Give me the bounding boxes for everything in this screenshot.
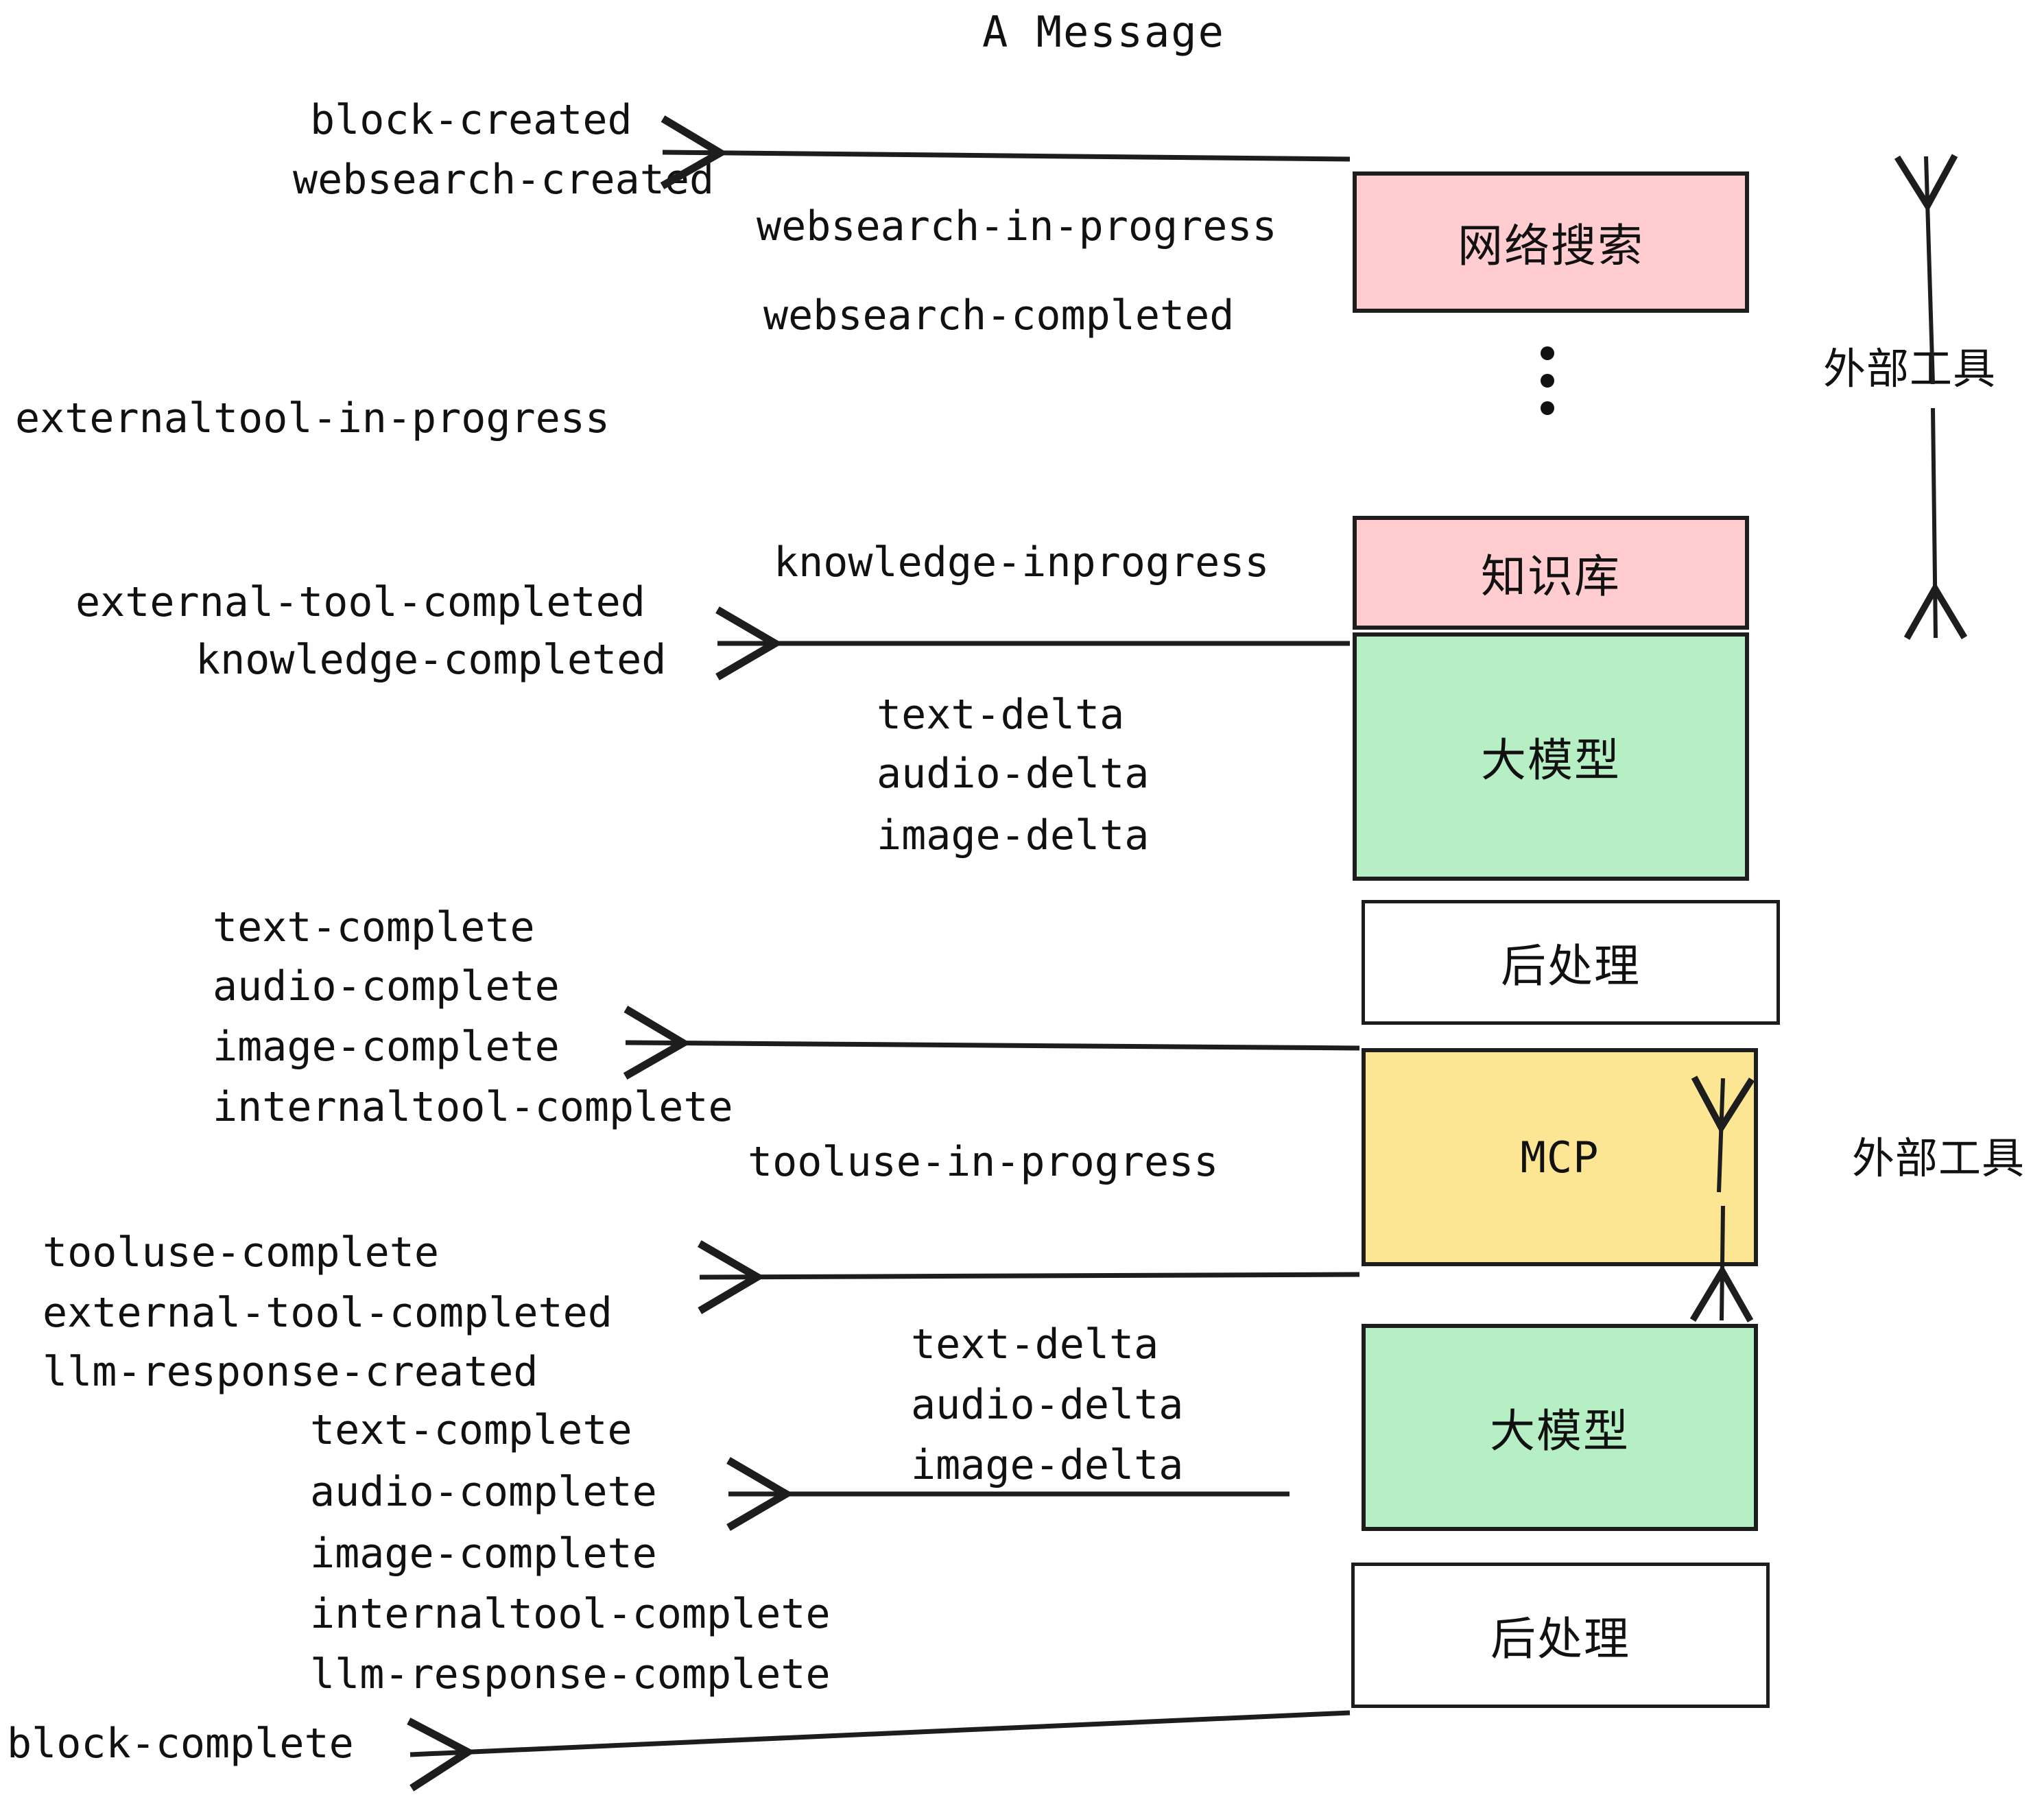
event-audio-delta-second: audio-delta — [911, 1381, 1184, 1429]
box-mcp-label: MCP — [1520, 1132, 1600, 1183]
event-knowledge-completed: knowledge-completed — [195, 636, 667, 684]
event-websearch-in-progress: websearch-in-progress — [757, 202, 1277, 250]
arrow-postprocess-to-imagecomplete — [623, 1006, 1360, 1080]
external-tool-label-top: 外部工具 — [1823, 344, 1997, 394]
event-llm-response-created: llm-response-created — [43, 1348, 538, 1396]
event-image-complete-second: image-complete — [310, 1530, 657, 1578]
event-tooluse-complete: tooluse-complete — [43, 1229, 439, 1277]
external-tool-label-bottom: 外部工具 — [1852, 1133, 2025, 1183]
event-block-created: block-created — [310, 96, 632, 144]
event-knowledge-inprogress: knowledge-inprogress — [774, 538, 1270, 586]
box-mcp[interactable]: MCP — [1362, 1048, 1758, 1266]
event-websearch-created: websearch-created — [293, 156, 715, 204]
box-postprocess-first-label: 后处理 — [1501, 940, 1641, 993]
event-text-delta-first: text-delta — [877, 691, 1125, 739]
event-external-tool-completed-second: external-tool-completed — [43, 1289, 613, 1337]
event-external-tool-completed-first: external-tool-completed — [75, 578, 645, 626]
arrow-postprocess-to-blockcomplete — [407, 1710, 1351, 1792]
vertical-ellipsis — [1540, 346, 1555, 415]
ellipsis-dot — [1541, 374, 1554, 388]
event-llm-response-complete: llm-response-complete — [310, 1650, 831, 1698]
box-llm-first-label: 大模型 — [1481, 734, 1621, 787]
arrow-websearch-to-blockcreated — [660, 115, 1351, 189]
event-internaltool-complete-first: internaltool-complete — [213, 1083, 733, 1131]
box-llm-first[interactable]: 大模型 — [1353, 632, 1749, 881]
box-knowledge-base[interactable]: 知识库 — [1353, 516, 1749, 630]
box-websearch-label: 网络搜索 — [1458, 219, 1644, 272]
event-audio-delta-first: audio-delta — [877, 750, 1150, 798]
box-llm-second-label: 大模型 — [1490, 1405, 1630, 1458]
box-websearch[interactable]: 网络搜索 — [1353, 171, 1749, 313]
box-postprocess-first[interactable]: 后处理 — [1362, 900, 1780, 1025]
box-postprocess-second[interactable]: 后处理 — [1351, 1563, 1770, 1708]
external-tool-arrow-down-top — [1903, 407, 1968, 640]
box-knowledge-base-label: 知识库 — [1481, 550, 1621, 603]
event-text-complete-second: text-complete — [310, 1406, 632, 1454]
box-llm-second[interactable]: 大模型 — [1362, 1324, 1758, 1531]
event-text-complete-first: text-complete — [213, 903, 535, 951]
ellipsis-dot — [1541, 346, 1554, 360]
event-audio-complete-second: audio-complete — [310, 1468, 657, 1516]
ellipsis-dot — [1541, 401, 1554, 415]
page-title: A Message — [982, 7, 1225, 57]
event-block-complete: block-complete — [7, 1720, 354, 1768]
event-image-complete-first: image-complete — [213, 1023, 560, 1071]
event-externaltool-in-progress: externaltool-in-progress — [15, 394, 610, 442]
event-internaltool-complete-second: internaltool-complete — [310, 1590, 831, 1638]
box-postprocess-second-label: 后处理 — [1490, 1613, 1630, 1665]
event-tooluse-in-progress: tooluse-in-progress — [748, 1138, 1219, 1186]
event-websearch-completed: websearch-completed — [763, 292, 1235, 340]
event-text-delta-second: text-delta — [911, 1320, 1159, 1368]
event-image-delta-first: image-delta — [877, 811, 1150, 859]
event-audio-complete-first: audio-complete — [213, 962, 560, 1010]
event-image-delta-second: image-delta — [911, 1441, 1184, 1489]
arrow-mcp-to-tooluse-complete — [697, 1240, 1360, 1314]
